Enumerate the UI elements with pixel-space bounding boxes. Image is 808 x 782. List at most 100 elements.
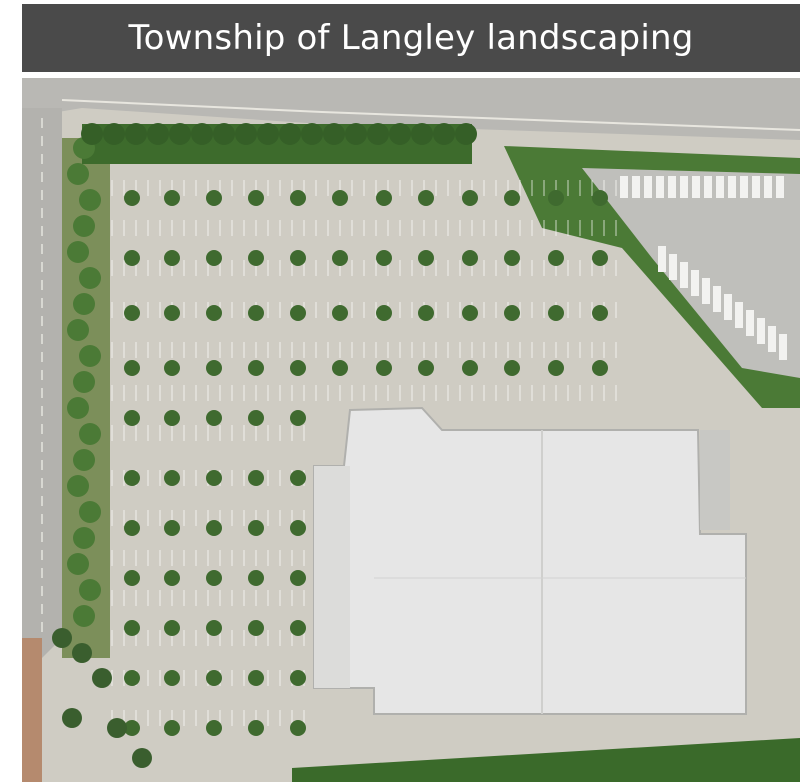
tree (124, 570, 140, 586)
tree (462, 305, 478, 321)
tree (62, 708, 82, 728)
tree (73, 449, 95, 471)
slide-title-bar: Township of Langley landscaping (22, 4, 800, 72)
tree (248, 470, 264, 486)
tree (206, 520, 222, 536)
tree (124, 190, 140, 206)
tree (132, 748, 152, 768)
trailer (658, 246, 666, 272)
tree (73, 371, 95, 393)
tree (376, 305, 392, 321)
tree (332, 190, 348, 206)
tree (206, 250, 222, 266)
trailer (757, 318, 765, 344)
tree (125, 123, 147, 145)
trailer (691, 270, 699, 296)
trailer (752, 176, 760, 198)
tree (147, 123, 169, 145)
tree (433, 123, 455, 145)
tree (67, 397, 89, 419)
trailer (702, 278, 710, 304)
tree (248, 190, 264, 206)
tree (504, 190, 520, 206)
tree (592, 305, 608, 321)
tree (79, 501, 101, 523)
tree (290, 720, 306, 736)
trailer (669, 254, 677, 280)
tree (376, 250, 392, 266)
tree (345, 123, 367, 145)
tree (323, 123, 345, 145)
tree (67, 553, 89, 575)
trailer (704, 176, 712, 198)
tree (548, 250, 564, 266)
tree (164, 670, 180, 686)
tree (124, 360, 140, 376)
tree (52, 628, 72, 648)
trailer (776, 176, 784, 198)
trailer (680, 176, 688, 198)
aerial-photo (22, 78, 800, 782)
tree (103, 123, 125, 145)
tree (248, 520, 264, 536)
trailer (746, 310, 754, 336)
trailer (764, 176, 772, 198)
tree (124, 520, 140, 536)
tree (73, 293, 95, 315)
tree (248, 570, 264, 586)
tree (206, 670, 222, 686)
trailer (724, 294, 732, 320)
trailer (728, 176, 736, 198)
tree (164, 520, 180, 536)
tree (124, 470, 140, 486)
tree (73, 605, 95, 627)
building-annex (314, 466, 350, 688)
tree (332, 305, 348, 321)
tree (235, 123, 257, 145)
tree (67, 475, 89, 497)
tree (462, 190, 478, 206)
tree (418, 360, 434, 376)
tree (290, 670, 306, 686)
tree (376, 360, 392, 376)
tree (169, 123, 191, 145)
tree (206, 620, 222, 636)
building-roof (313, 406, 747, 715)
tree (79, 579, 101, 601)
tree (206, 570, 222, 586)
tree (92, 668, 112, 688)
tree (164, 620, 180, 636)
trailer (656, 176, 664, 198)
bottom-hedge (292, 738, 800, 782)
trees (52, 123, 608, 768)
tree (504, 360, 520, 376)
tree (290, 470, 306, 486)
tree (206, 720, 222, 736)
tree (290, 520, 306, 536)
slide-title: Township of Langley landscaping (128, 18, 694, 58)
tree (548, 190, 564, 206)
parking-stripes (111, 180, 617, 726)
tree (67, 163, 89, 185)
tree (301, 123, 323, 145)
tree (124, 250, 140, 266)
tree (206, 305, 222, 321)
tree (248, 620, 264, 636)
trailer (735, 302, 743, 328)
tree (79, 345, 101, 367)
trailer (680, 262, 688, 288)
tree (79, 423, 101, 445)
tree (164, 410, 180, 426)
tree (164, 570, 180, 586)
tree (73, 215, 95, 237)
tree (418, 305, 434, 321)
bottom-left-dirt (22, 638, 42, 782)
tree (290, 620, 306, 636)
trailer (692, 176, 700, 198)
trailer (644, 176, 652, 198)
tree (73, 527, 95, 549)
top-road-edge (61, 99, 800, 131)
tree (367, 123, 389, 145)
trailer (632, 176, 640, 198)
tree (462, 360, 478, 376)
